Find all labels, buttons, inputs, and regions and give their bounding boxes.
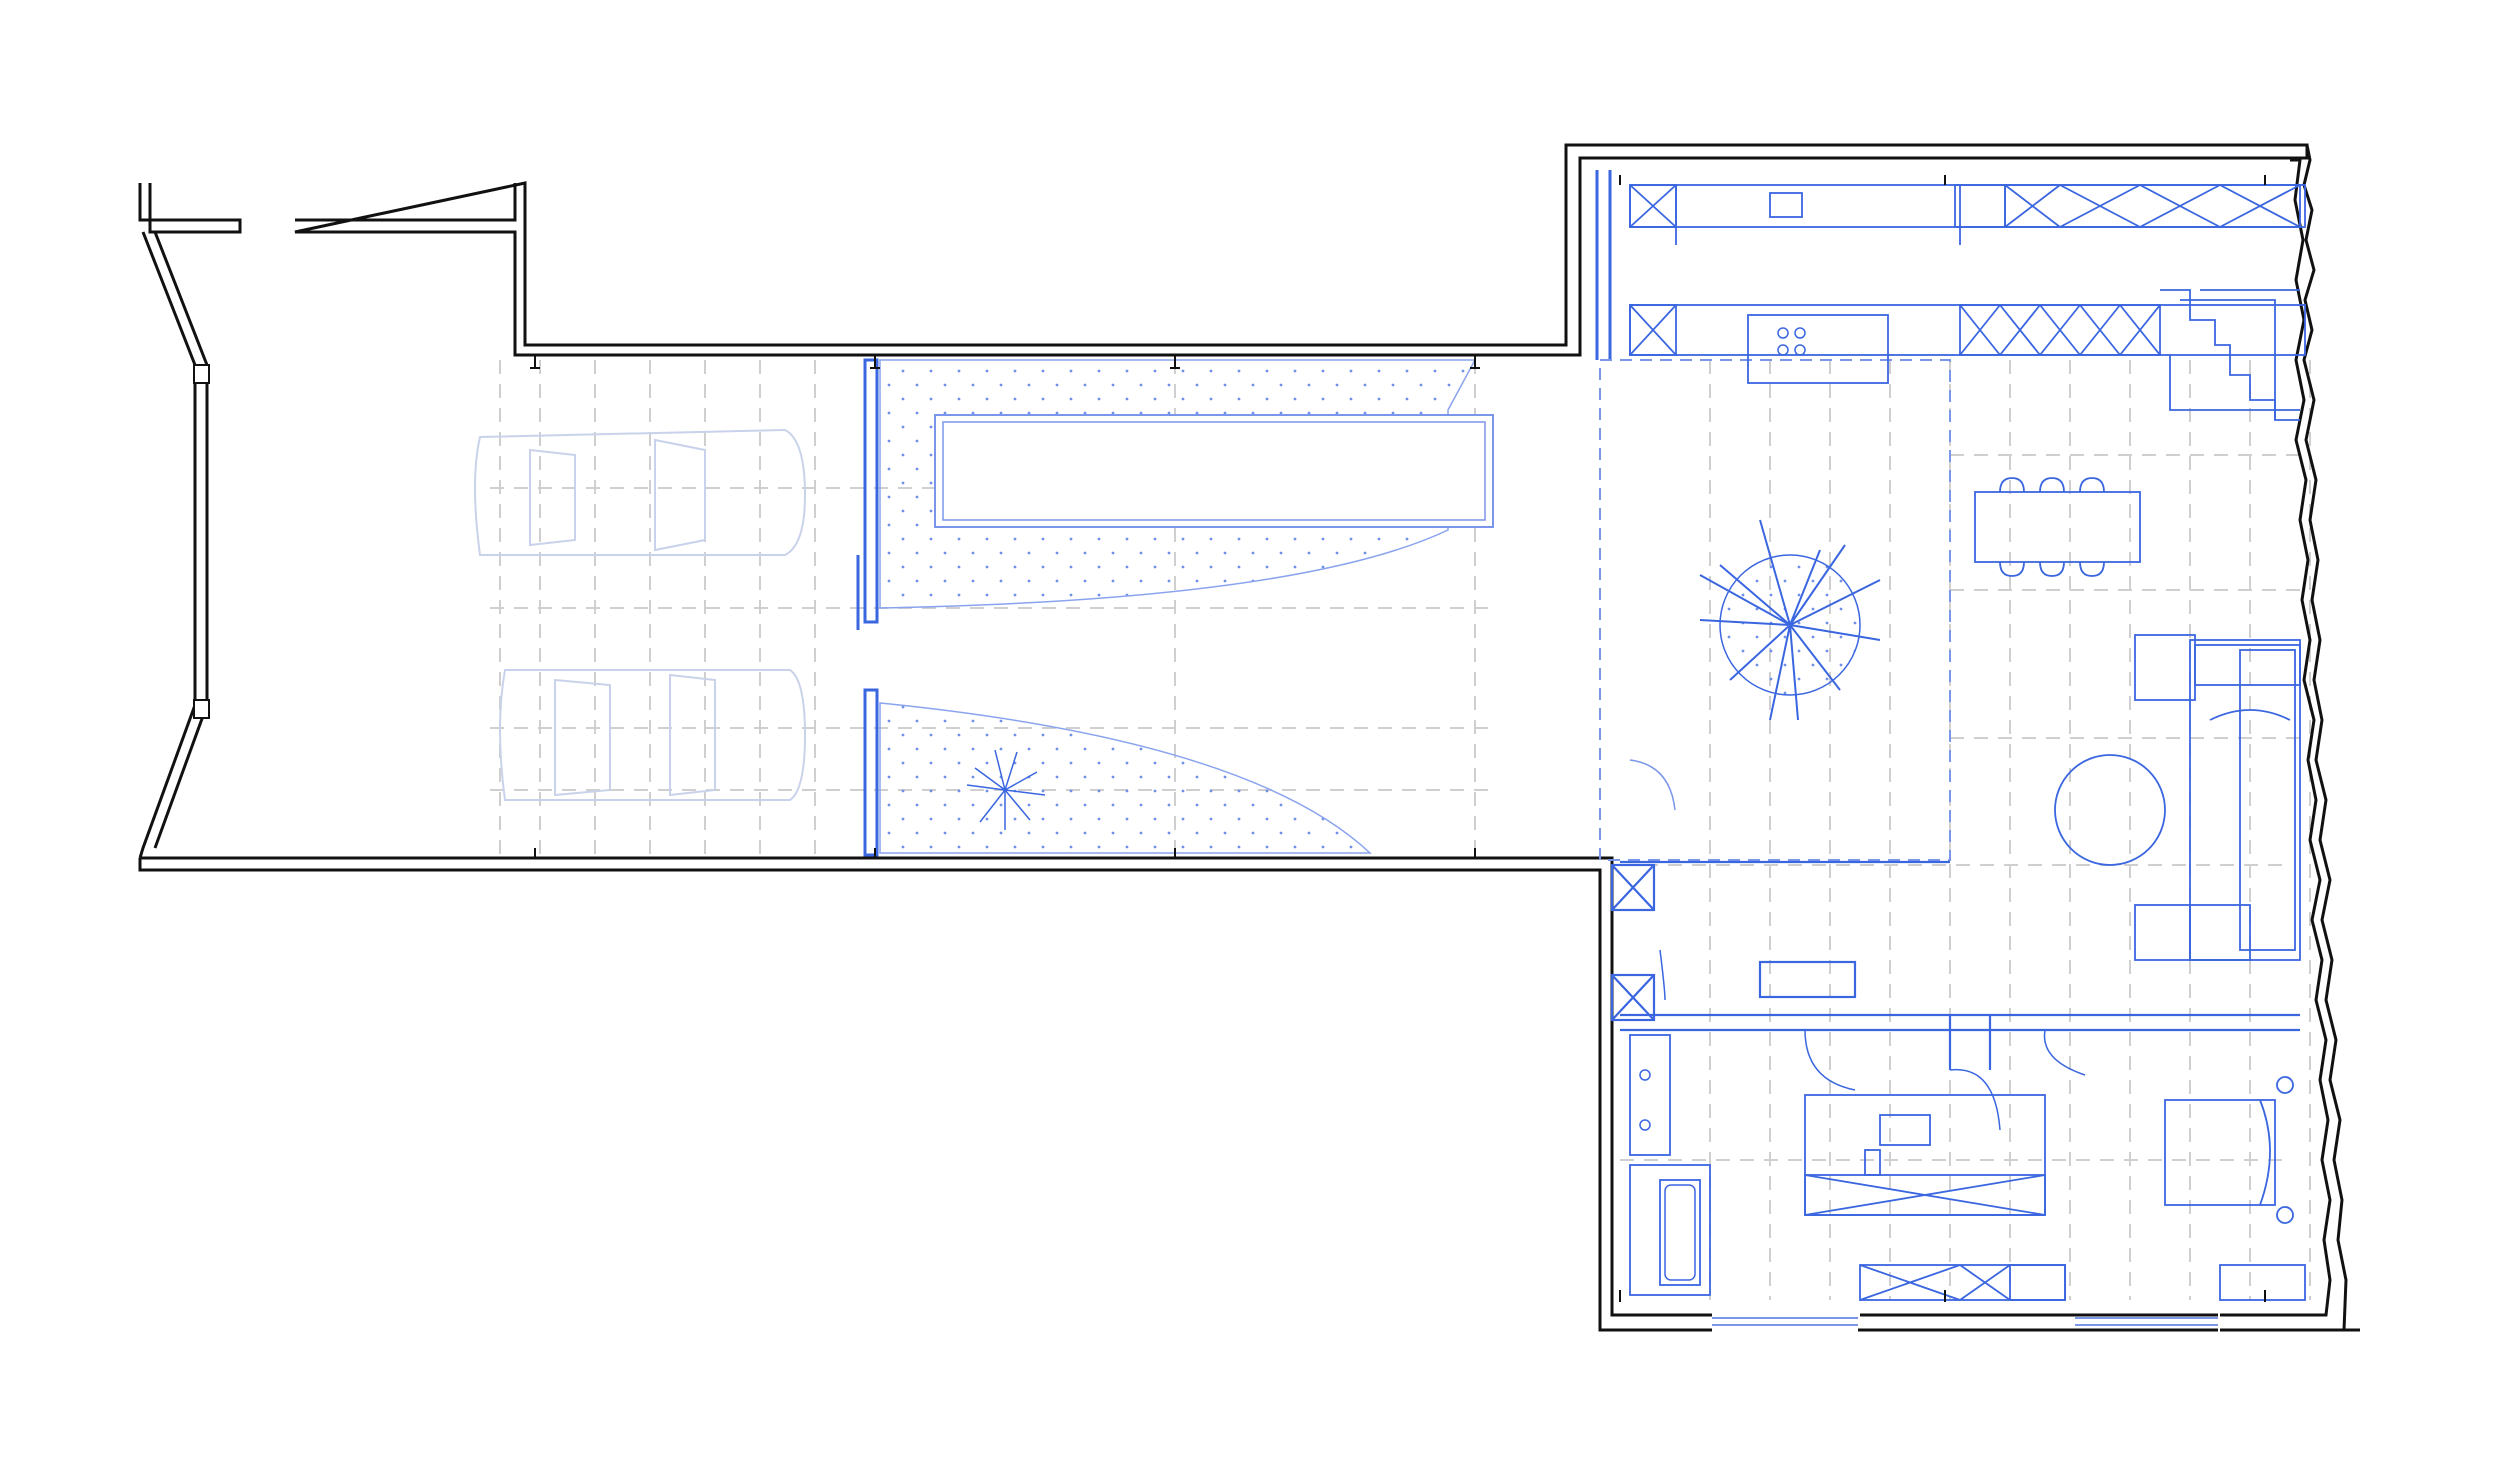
- window-sills: [1712, 1317, 2218, 1326]
- cooktop-icon: [1777, 327, 1806, 356]
- grid-markers: [530, 175, 2266, 1302]
- wall-caps: [193, 364, 210, 719]
- bathroom: [1629, 1034, 2046, 1296]
- structural-grid: [490, 360, 2311, 1300]
- door-swing-icon: [1659, 949, 2086, 1131]
- bathtub-icon: [1664, 1184, 1696, 1281]
- car-icon: [499, 669, 807, 801]
- sofa-icon: [2134, 634, 2301, 961]
- glazing: [856, 170, 1612, 857]
- kitchen: [1629, 184, 2306, 384]
- bedroom-storage: [1859, 1264, 2306, 1301]
- atrium: [1599, 359, 1951, 861]
- car-icon: [474, 428, 807, 556]
- interior-walls: [1610, 860, 2300, 1070]
- courtyard-garden: [879, 359, 1494, 854]
- plant-icon: [966, 749, 1046, 830]
- bed-icon: [2164, 1076, 2294, 1224]
- stair-icon: [2160, 289, 2300, 421]
- round-table-icon: [2054, 754, 2166, 866]
- sink-icon: [1639, 1069, 1651, 1131]
- dining-table-icon: [1974, 477, 2141, 577]
